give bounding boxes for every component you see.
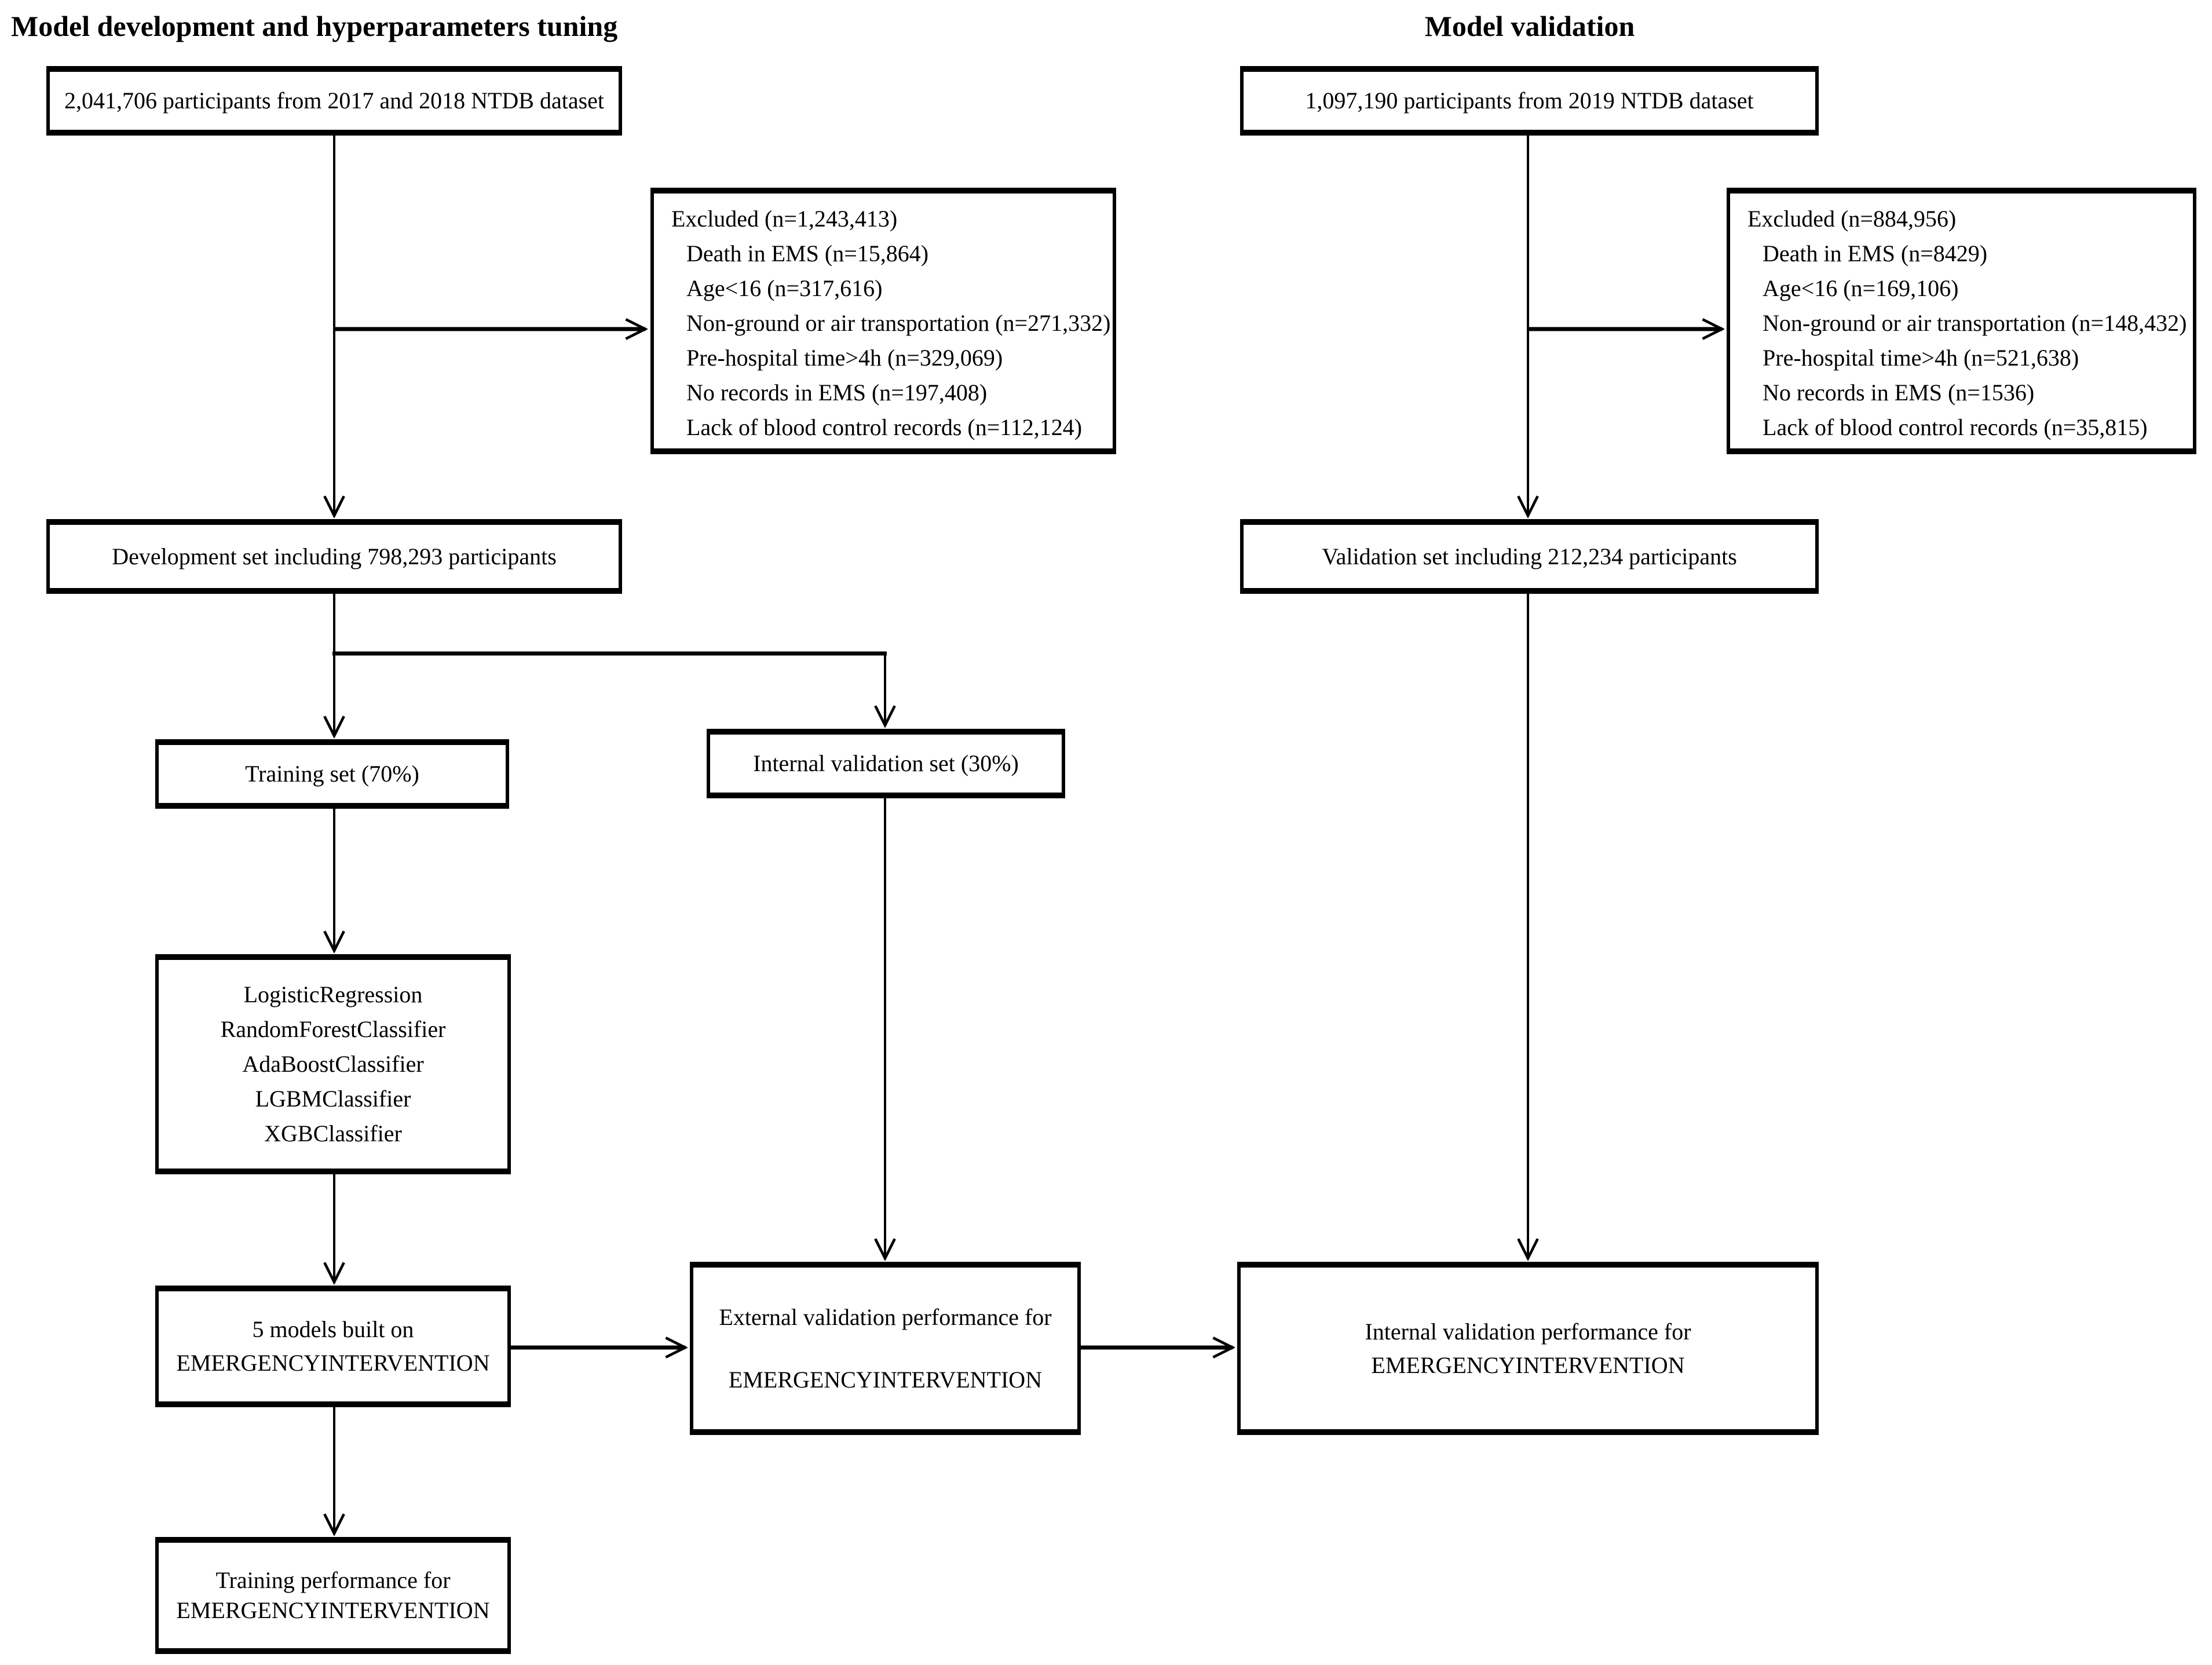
right-source-box: 1,097,190 participants from 2019 NTDB da… [1240, 66, 1819, 136]
five-models-line1: 5 models built on [252, 1316, 414, 1342]
training-performance-line1: Training performance for [215, 1567, 451, 1593]
right-excluded-item: Non-ground or air transportation (n=148,… [1763, 310, 2187, 336]
left-column-title: Model development and hyperparameters tu… [11, 10, 618, 42]
validation-set-text: Validation set including 212,234 partici… [1322, 543, 1737, 569]
external-validation-line2: EMERGENCYINTERVENTION [728, 1366, 1043, 1393]
development-set-text: Development set including 798,293 partic… [112, 543, 557, 569]
left-excluded-item: Non-ground or air transportation (n=271,… [686, 310, 1111, 336]
classifier-item: LogisticRegression [243, 981, 423, 1007]
right-excluded-box: Excluded (n=884,956) Death in EMS (n=842… [1727, 188, 2196, 454]
classifiers-box: LogisticRegression RandomForestClassifie… [155, 954, 511, 1174]
training-performance-line2: EMERGENCYINTERVENTION [176, 1597, 490, 1623]
right-excluded-item: Age<16 (n=169,106) [1763, 275, 1959, 301]
classifier-item: RandomForestClassifier [220, 1016, 446, 1042]
left-excluded-item: No records in EMS (n=197,408) [686, 379, 988, 406]
training-performance-box: Training performance for EMERGENCYINTERV… [155, 1537, 511, 1654]
right-excluded-item: Death in EMS (n=8429) [1763, 240, 1988, 266]
training-set-text: Training set (70%) [245, 761, 419, 787]
right-excluded-title: Excluded (n=884,956) [1747, 206, 1957, 232]
classifier-item: LGBMClassifier [255, 1086, 411, 1112]
right-excluded-item: Pre-hospital time>4h (n=521,638) [1763, 345, 2079, 371]
left-source-box: 2,041,706 participants from 2017 and 201… [46, 66, 622, 136]
external-validation-line1: External validation performance for [719, 1303, 1052, 1330]
left-source-text: 2,041,706 participants from 2017 and 201… [64, 87, 605, 114]
validation-set-box: Validation set including 212,234 partici… [1240, 519, 1819, 594]
classifier-item: XGBClassifier [264, 1120, 402, 1146]
left-excluded-item: Lack of blood control records (n=112,124… [686, 414, 1083, 440]
training-set-box: Training set (70%) [155, 739, 509, 809]
right-column-title: Model validation [1424, 10, 1635, 42]
classifier-item: AdaBoostClassifier [242, 1051, 424, 1077]
left-excluded-item: Death in EMS (n=15,864) [686, 240, 929, 266]
internal-validation-set-box: Internal validation set (30%) [707, 729, 1065, 798]
five-models-box: 5 models built on EMERGENCYINTERVENTION [155, 1286, 511, 1407]
five-models-line2: EMERGENCYINTERVENTION [176, 1350, 490, 1376]
left-excluded-box: Excluded (n=1,243,413) Death in EMS (n=1… [650, 188, 1116, 454]
left-excluded-item: Age<16 (n=317,616) [686, 275, 883, 301]
left-excluded-title: Excluded (n=1,243,413) [671, 206, 898, 232]
right-excluded-item: Lack of blood control records (n=35,815) [1763, 414, 2148, 440]
right-source-text: 1,097,190 participants from 2019 NTDB da… [1305, 87, 1754, 114]
development-set-box: Development set including 798,293 partic… [46, 519, 622, 594]
internal-validation-performance-line1: Internal validation performance for [1365, 1318, 1691, 1345]
external-validation-performance-box: External validation performance for EMER… [690, 1262, 1081, 1435]
internal-validation-performance-line2: EMERGENCYINTERVENTION [1371, 1352, 1685, 1378]
internal-validation-performance-box: Internal validation performance for EMER… [1237, 1262, 1819, 1435]
right-excluded-item: No records in EMS (n=1536) [1763, 379, 2035, 406]
left-excluded-item: Pre-hospital time>4h (n=329,069) [686, 345, 1003, 371]
internal-validation-set-text: Internal validation set (30%) [753, 750, 1019, 776]
